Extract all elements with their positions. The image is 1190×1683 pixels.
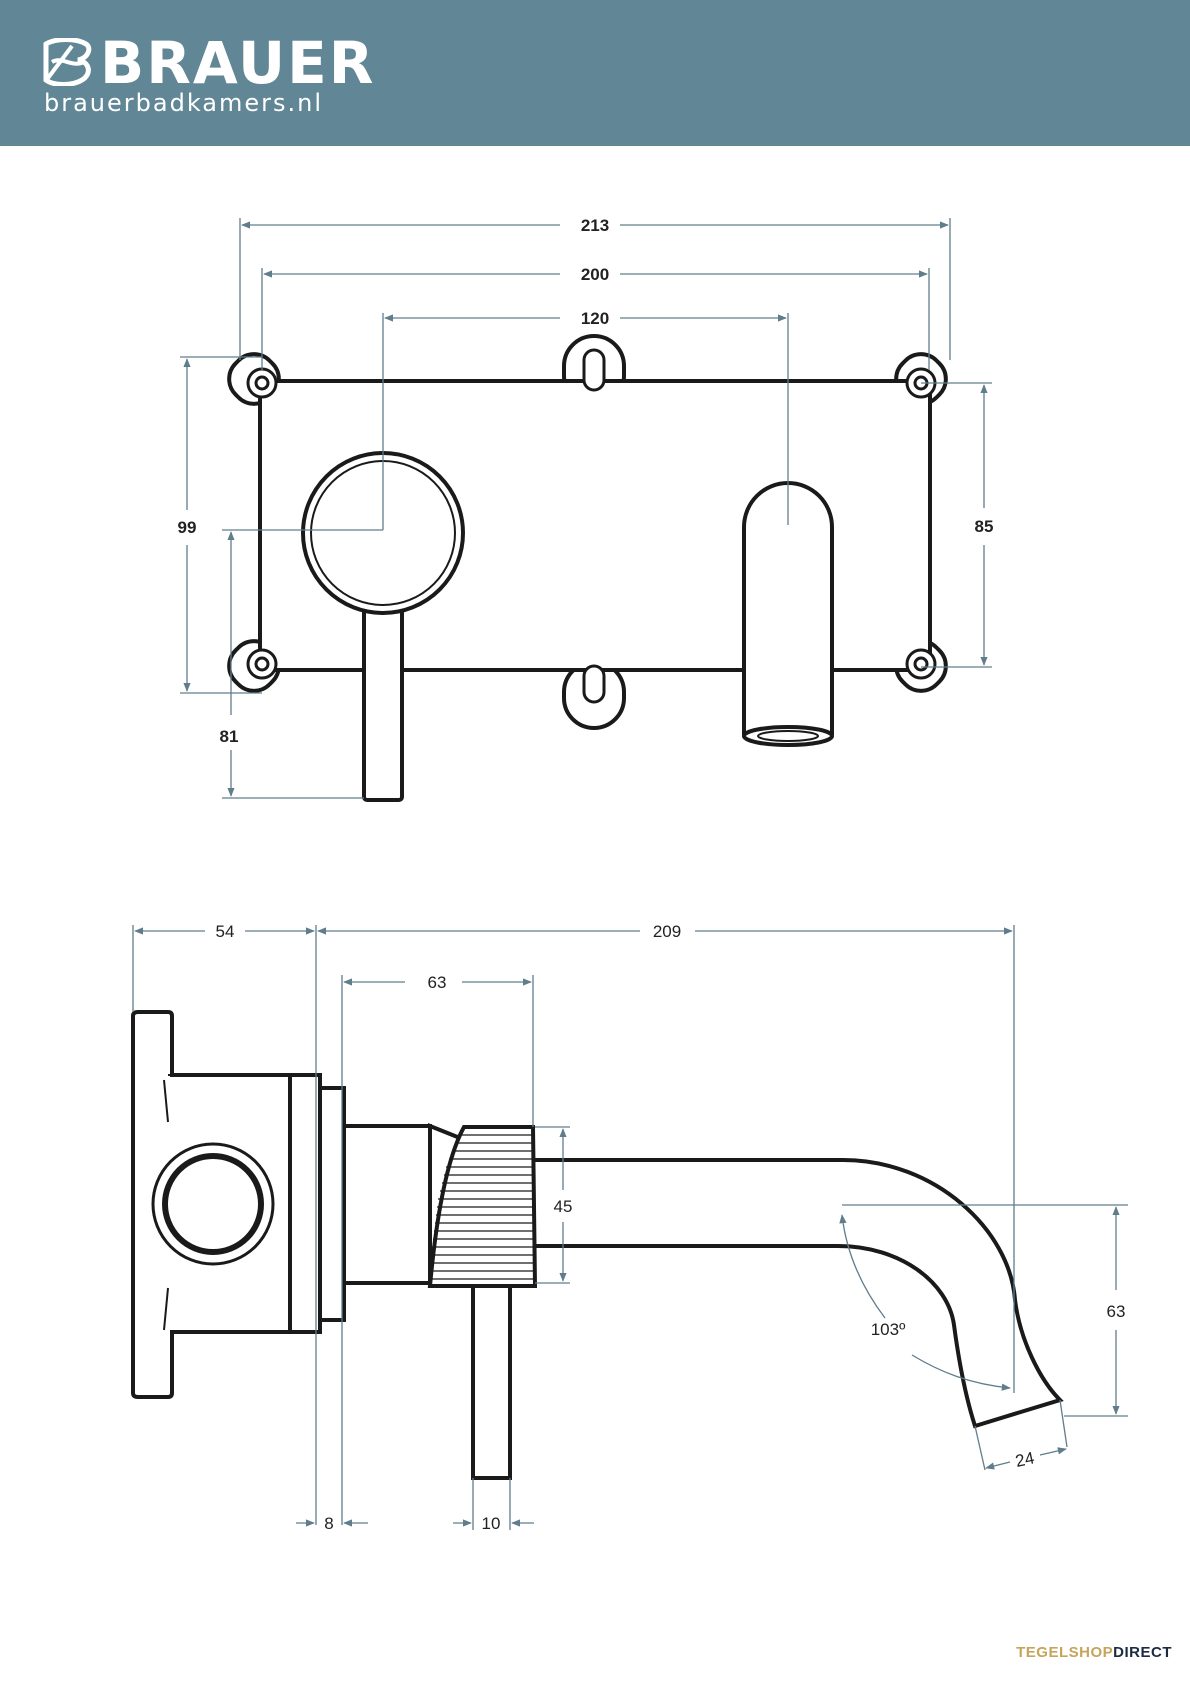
dim-120: 120 [581, 309, 609, 328]
side-view: 54 209 63 45 63 103º 24 8 10 [131, 922, 1128, 1533]
dim-63-right: 63 [1107, 1302, 1126, 1321]
dim-10: 10 [482, 1514, 501, 1533]
dim-99: 99 [178, 518, 197, 537]
header-banner: BRAUER brauerbadkamers.nl [0, 0, 1190, 146]
dim-63-top: 63 [428, 973, 447, 992]
dim-8: 8 [324, 1514, 333, 1533]
side-spout [518, 1158, 1064, 1429]
brand-name: BRAUER [100, 29, 376, 97]
dim-45: 45 [554, 1197, 573, 1216]
side-lever [471, 1284, 512, 1480]
brand-url[interactable]: brauerbadkamers.nl [44, 89, 324, 117]
footer-logo-part1: TEGELSHOP [1016, 1644, 1114, 1661]
dim-103: 103º [871, 1320, 906, 1339]
spout-front [742, 481, 834, 747]
footer-logo-part2: DIRECT [1113, 1644, 1172, 1661]
dim-24: 24 [1014, 1448, 1036, 1471]
dim-200: 200 [581, 265, 609, 284]
dim-213: 213 [581, 216, 609, 235]
dim-85: 85 [975, 517, 994, 536]
brauer-logo-icon [43, 38, 92, 86]
dim-209: 209 [653, 922, 681, 941]
dim-54: 54 [216, 922, 235, 941]
dim-81: 81 [220, 727, 239, 746]
mixer-handle [301, 451, 465, 802]
front-view: 213 200 120 99 85 81 [178, 216, 994, 802]
footer-logo: TEGELSHOPDIRECT [1016, 1644, 1172, 1661]
